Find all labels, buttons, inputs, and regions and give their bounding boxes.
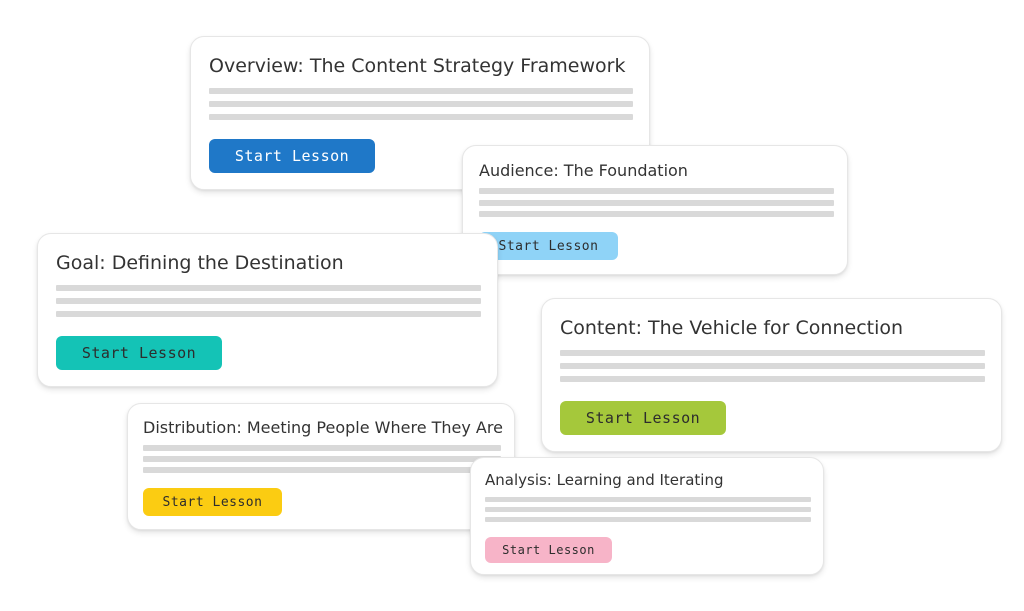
start-lesson-button-overview[interactable]: Start Lesson: [209, 139, 375, 173]
card-title: Analysis: Learning and Iterating: [485, 471, 724, 489]
placeholder-text-line: [485, 497, 811, 502]
card-title: Overview: The Content Strategy Framework: [209, 55, 626, 77]
start-lesson-button-distribution[interactable]: Start Lesson: [143, 488, 282, 516]
placeholder-text-line: [209, 88, 633, 94]
placeholder-text-line: [143, 456, 501, 462]
lesson-card-analysis: Analysis: Learning and Iterating Start L…: [470, 457, 824, 575]
card-title: Goal: Defining the Destination: [56, 252, 344, 274]
placeholder-text-line: [143, 445, 501, 451]
placeholder-text-line: [485, 517, 811, 522]
card-title: Content: The Vehicle for Connection: [560, 317, 904, 339]
start-lesson-button-analysis[interactable]: Start Lesson: [485, 537, 612, 563]
placeholder-text-line: [560, 350, 985, 356]
placeholder-text-line: [479, 200, 834, 206]
placeholder-text-line: [209, 101, 633, 107]
placeholder-text-line: [560, 376, 985, 382]
placeholder-text-line: [56, 311, 481, 317]
placeholder-text-line: [56, 298, 481, 304]
placeholder-text-line: [485, 507, 811, 512]
start-lesson-button-goal[interactable]: Start Lesson: [56, 336, 222, 370]
start-lesson-button-audience[interactable]: Start Lesson: [479, 232, 618, 260]
lesson-card-overview: Overview: The Content Strategy Framework…: [190, 36, 650, 190]
placeholder-text-line: [56, 285, 481, 291]
placeholder-text-line: [560, 363, 985, 369]
card-title: Audience: The Foundation: [479, 161, 688, 180]
lesson-card-goal: Goal: Defining the Destination Start Les…: [37, 233, 498, 387]
start-lesson-button-content[interactable]: Start Lesson: [560, 401, 726, 435]
lesson-card-distribution: Distribution: Meeting People Where They …: [127, 403, 515, 530]
placeholder-text-line: [143, 467, 501, 473]
lesson-card-content: Content: The Vehicle for Connection Star…: [541, 298, 1002, 452]
placeholder-text-line: [209, 114, 633, 120]
card-title: Distribution: Meeting People Where They …: [143, 418, 503, 437]
lesson-card-audience: Audience: The Foundation Start Lesson: [462, 145, 848, 275]
placeholder-text-line: [479, 211, 834, 217]
placeholder-text-line: [479, 188, 834, 194]
